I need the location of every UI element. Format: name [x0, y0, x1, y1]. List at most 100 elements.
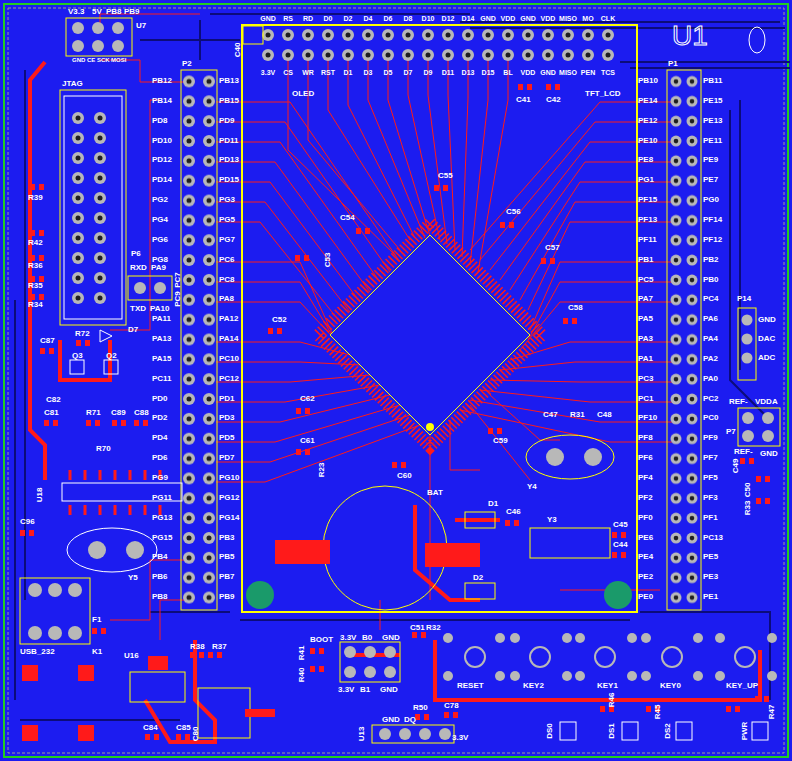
- silkscreen-label: DS1: [608, 723, 616, 739]
- silkscreen-label: PG10: [219, 474, 239, 482]
- silkscreen-label: PF7: [703, 454, 718, 462]
- silkscreen-label: VDDA: [755, 398, 778, 406]
- silkscreen-label: B1: [360, 686, 370, 694]
- silkscreen-label: PG6: [152, 236, 168, 244]
- silkscreen-label: U1: [672, 22, 708, 50]
- silkscreen-label: R71: [86, 409, 101, 417]
- silkscreen-label: KEY0: [660, 682, 681, 690]
- silkscreen-label: VDD: [521, 69, 536, 76]
- silkscreen-label: GND: [760, 450, 778, 458]
- silkscreen-label: PB7: [219, 573, 235, 581]
- silkscreen-label: GND: [260, 15, 276, 22]
- silkscreen-label: SCK: [97, 57, 110, 63]
- silkscreen-label: PE12: [638, 117, 658, 125]
- silkscreen-label: D11: [442, 69, 454, 76]
- silkscreen-label: PD0: [152, 395, 168, 403]
- silkscreen-label: PA2: [703, 355, 718, 363]
- silkscreen-label: R39: [28, 194, 43, 202]
- silkscreen-label: PE0: [638, 593, 653, 601]
- silkscreen-label: D7: [128, 326, 138, 334]
- silkscreen-label: DQ: [404, 716, 416, 724]
- silkscreen-label: PD2: [152, 414, 168, 422]
- silkscreen-label: BL: [503, 69, 512, 76]
- silkscreen-label: PA5: [638, 315, 653, 323]
- silkscreen-label: C84: [143, 724, 158, 732]
- silkscreen-label: PE10: [638, 137, 658, 145]
- silkscreen-label: R70: [96, 445, 111, 453]
- silkscreen-label: PB13: [219, 77, 239, 85]
- silkscreen-label: PD1: [219, 395, 235, 403]
- silkscreen-label: PF10: [638, 414, 657, 422]
- silkscreen-label: PB0: [703, 276, 719, 284]
- silkscreen-label: PF11: [638, 236, 657, 244]
- silkscreen-label: MISO: [559, 15, 577, 22]
- silkscreen-label: PE13: [703, 117, 723, 125]
- silkscreen-label: PA10: [150, 305, 169, 313]
- silkscreen-label: PF1: [703, 514, 718, 522]
- silkscreen-label: D7: [404, 69, 413, 76]
- silkscreen-label: PWR: [741, 722, 749, 741]
- silkscreen-label: C41: [516, 96, 531, 104]
- silkscreen-label: D5: [384, 69, 393, 76]
- silkscreen-label: C59: [493, 437, 508, 445]
- silkscreen-label: VDD: [541, 15, 556, 22]
- silkscreen-label: PE15: [703, 97, 723, 105]
- silkscreen-label: PB3: [219, 534, 235, 542]
- silkscreen-label: PD7: [219, 454, 235, 462]
- silkscreen-label: P2: [182, 60, 192, 68]
- silkscreen-label: TFT_LCD: [585, 90, 621, 98]
- silkscreen-label: Y3: [547, 516, 557, 524]
- silkscreen-label: PG13: [152, 514, 172, 522]
- silkscreen-label: PE1: [703, 593, 718, 601]
- silkscreen-label: MO: [582, 15, 593, 22]
- silkscreen-label: DS2: [664, 723, 672, 739]
- silkscreen-label: R36: [28, 262, 43, 270]
- silkscreen-label: C54: [340, 214, 355, 222]
- silkscreen-label: PC1: [638, 395, 654, 403]
- silkscreen-label: P6: [131, 250, 141, 258]
- silkscreen-label: GND: [380, 686, 398, 694]
- silkscreen-label: RD: [303, 15, 313, 22]
- silkscreen-label: D6: [384, 15, 393, 22]
- silkscreen-label: 5V: [92, 8, 102, 16]
- silkscreen-label: PE11: [703, 137, 722, 145]
- silkscreen-label: 3.3V: [452, 734, 468, 742]
- silkscreen-label: R23: [318, 463, 326, 478]
- silkscreen-label: PD6: [152, 454, 168, 462]
- silkscreen-label: GND: [758, 316, 776, 324]
- silkscreen-label: PG11: [152, 494, 172, 502]
- silkscreen-label: PC12: [219, 375, 239, 383]
- silkscreen-label: PG4: [152, 216, 168, 224]
- silkscreen-label: C49: [732, 459, 740, 474]
- silkscreen-label: PD5: [219, 434, 235, 442]
- silkscreen-label: GND: [72, 57, 85, 63]
- silkscreen-label: R42: [28, 239, 43, 247]
- silkscreen-label: PA11: [152, 315, 171, 323]
- silkscreen-label: PA12: [219, 315, 238, 323]
- silkscreen-label: PB11: [703, 77, 723, 85]
- silkscreen-label: CLK: [601, 15, 615, 22]
- silkscreen-label: C50: [744, 483, 752, 498]
- silkscreen-label: D2: [473, 574, 483, 582]
- silkscreen-label: PD14: [152, 176, 172, 184]
- silkscreen-label: RXD: [130, 264, 147, 272]
- silkscreen-label: PC6: [219, 256, 235, 264]
- silkscreen-label: PG3: [219, 196, 235, 204]
- silkscreen-label: PEN: [581, 69, 595, 76]
- silkscreen-label: PE2: [638, 573, 653, 581]
- silkscreen-label: GND: [480, 15, 496, 22]
- silkscreen-label: C82: [46, 396, 61, 404]
- silkscreen-label: DAC: [758, 335, 775, 343]
- silkscreen-label: PE8: [638, 156, 653, 164]
- silkscreen-label: PG2: [152, 196, 168, 204]
- silkscreen-label: PG7: [219, 236, 235, 244]
- silkscreen-label: PD13: [219, 156, 239, 164]
- silkscreen-label: REF-: [729, 398, 748, 406]
- silkscreen-label: U16: [124, 652, 139, 660]
- silkscreen-label: PE5: [703, 553, 718, 561]
- silkscreen-label: P1: [668, 60, 678, 68]
- silkscreen-label: D14: [462, 15, 475, 22]
- silkscreen-label: VDD: [501, 15, 516, 22]
- silkscreen-label: B0: [362, 634, 372, 642]
